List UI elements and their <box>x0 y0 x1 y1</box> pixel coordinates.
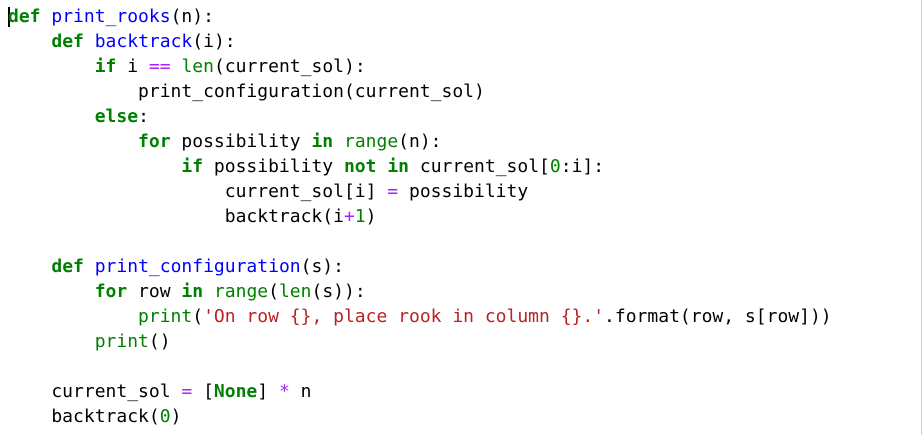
code-token-plain: possibility <box>203 156 344 177</box>
code-token-num: 0 <box>159 406 171 427</box>
code-token-plain <box>8 156 181 177</box>
code-token-plain: (n): <box>398 131 442 152</box>
code-token-plain <box>376 156 387 177</box>
code-token-kw: else <box>94 106 139 127</box>
code-token-plain: possibility <box>398 181 529 202</box>
code-token-kw: if <box>181 156 204 177</box>
code-token-kw: in <box>311 131 334 152</box>
code-token-plain: ( <box>192 306 204 327</box>
code-token-num: 0 <box>549 156 561 177</box>
code-line <box>8 354 832 379</box>
code-token-plain: ) <box>170 406 182 427</box>
code-token-plain <box>8 256 51 277</box>
code-token-plain <box>8 31 51 52</box>
code-line: print_configuration(current_sol) <box>8 79 832 104</box>
code-token-plain <box>333 131 344 152</box>
text-cursor <box>8 7 10 27</box>
code-token-plain: current_sol <box>8 381 182 402</box>
code-token-plain: : <box>138 106 149 127</box>
code-token-plain <box>8 306 138 327</box>
code-token-plain: backtrack(i <box>8 206 344 227</box>
code-line: print() <box>8 329 832 354</box>
code-token-kw: None <box>213 381 258 402</box>
code-token-kw: def <box>51 256 84 277</box>
code-token-bi: range <box>213 281 269 302</box>
code-line: def print_configuration(s): <box>8 254 832 279</box>
code-token-plain <box>171 56 182 77</box>
code-line <box>8 229 832 254</box>
code-token-plain: (n): <box>170 6 214 27</box>
code-token-plain: ] <box>257 381 279 402</box>
code-line: for possibility in range(n): <box>8 129 832 154</box>
code-token-plain <box>8 131 138 152</box>
code-line: if i == len(current_sol): <box>8 54 832 79</box>
code-token-num: 1 <box>354 206 366 227</box>
code-token-plain: [ <box>192 381 214 402</box>
code-token-kw: for <box>94 281 128 302</box>
code-token-str: 'On row {}, place rook in column {}.' <box>203 306 605 327</box>
code-token-kw: in <box>181 281 204 302</box>
code-line: for row in range(len(s)): <box>8 279 832 304</box>
code-line: current_sol = [None] * n <box>8 379 832 404</box>
code-token-plain: :i]: <box>560 156 605 177</box>
code-token-kw: if <box>94 56 117 77</box>
code-token-kw: def <box>8 6 41 27</box>
code-token-plain <box>41 6 52 27</box>
code-token-plain: (i): <box>192 31 236 52</box>
code-token-fn: print_configuration <box>94 256 301 277</box>
code-token-op: * <box>278 381 290 402</box>
code-block[interactable]: def print_rooks(n): def backtrack(i): if… <box>8 4 832 429</box>
code-token-kw: not <box>343 156 377 177</box>
code-token-plain <box>84 31 95 52</box>
code-token-op: = <box>387 181 399 202</box>
code-token-op: == <box>148 56 171 77</box>
code-token-bi: print <box>94 331 149 352</box>
code-token-plain <box>8 106 95 127</box>
code-token-bi: print <box>138 306 193 327</box>
code-token-op: + <box>343 206 355 227</box>
code-token-plain: ) <box>365 206 377 227</box>
code-token-plain: () <box>148 331 171 352</box>
code-token-plain <box>84 256 95 277</box>
code-token-plain: n <box>289 381 312 402</box>
code-token-plain: row <box>127 281 182 302</box>
code-token-plain: ( <box>268 281 279 302</box>
code-token-plain <box>203 281 214 302</box>
code-token-fn: backtrack <box>94 31 193 52</box>
code-token-bi: len <box>181 56 214 77</box>
code-token-kw: def <box>51 31 84 52</box>
code-token-kw: in <box>387 156 410 177</box>
code-line: if possibility not in current_sol[0:i]: <box>8 154 832 179</box>
code-token-plain: .format(row, s[row])) <box>604 306 832 327</box>
code-line: backtrack(i+1) <box>8 204 832 229</box>
code-token-bi: range <box>343 131 399 152</box>
code-token-plain: current_sol[ <box>409 156 550 177</box>
code-line: backtrack(0) <box>8 404 832 429</box>
code-line: def print_rooks(n): <box>8 4 832 29</box>
code-token-plain <box>8 331 95 352</box>
code-line: current_sol[i] = possibility <box>8 179 832 204</box>
code-token-op: = <box>181 381 193 402</box>
code-token-plain <box>8 56 95 77</box>
code-token-plain: i <box>116 56 149 77</box>
code-line: print('On row {}, place rook in column {… <box>8 304 832 329</box>
code-line: else: <box>8 104 832 129</box>
code-token-fn: print_rooks <box>51 6 171 27</box>
code-token-plain: possibility <box>170 131 312 152</box>
code-token-plain: (s)): <box>311 281 366 302</box>
code-token-plain: backtrack( <box>8 406 160 427</box>
code-token-plain: (current_sol): <box>213 56 366 77</box>
code-token-kw: for <box>138 131 171 152</box>
code-token-plain <box>8 281 95 302</box>
code-token-bi: len <box>278 281 312 302</box>
code-token-plain: current_sol[i] <box>8 181 388 202</box>
code-token-plain: (s): <box>300 256 344 277</box>
code-token-plain: print_configuration(current_sol) <box>8 81 485 102</box>
code-line: def backtrack(i): <box>8 29 832 54</box>
